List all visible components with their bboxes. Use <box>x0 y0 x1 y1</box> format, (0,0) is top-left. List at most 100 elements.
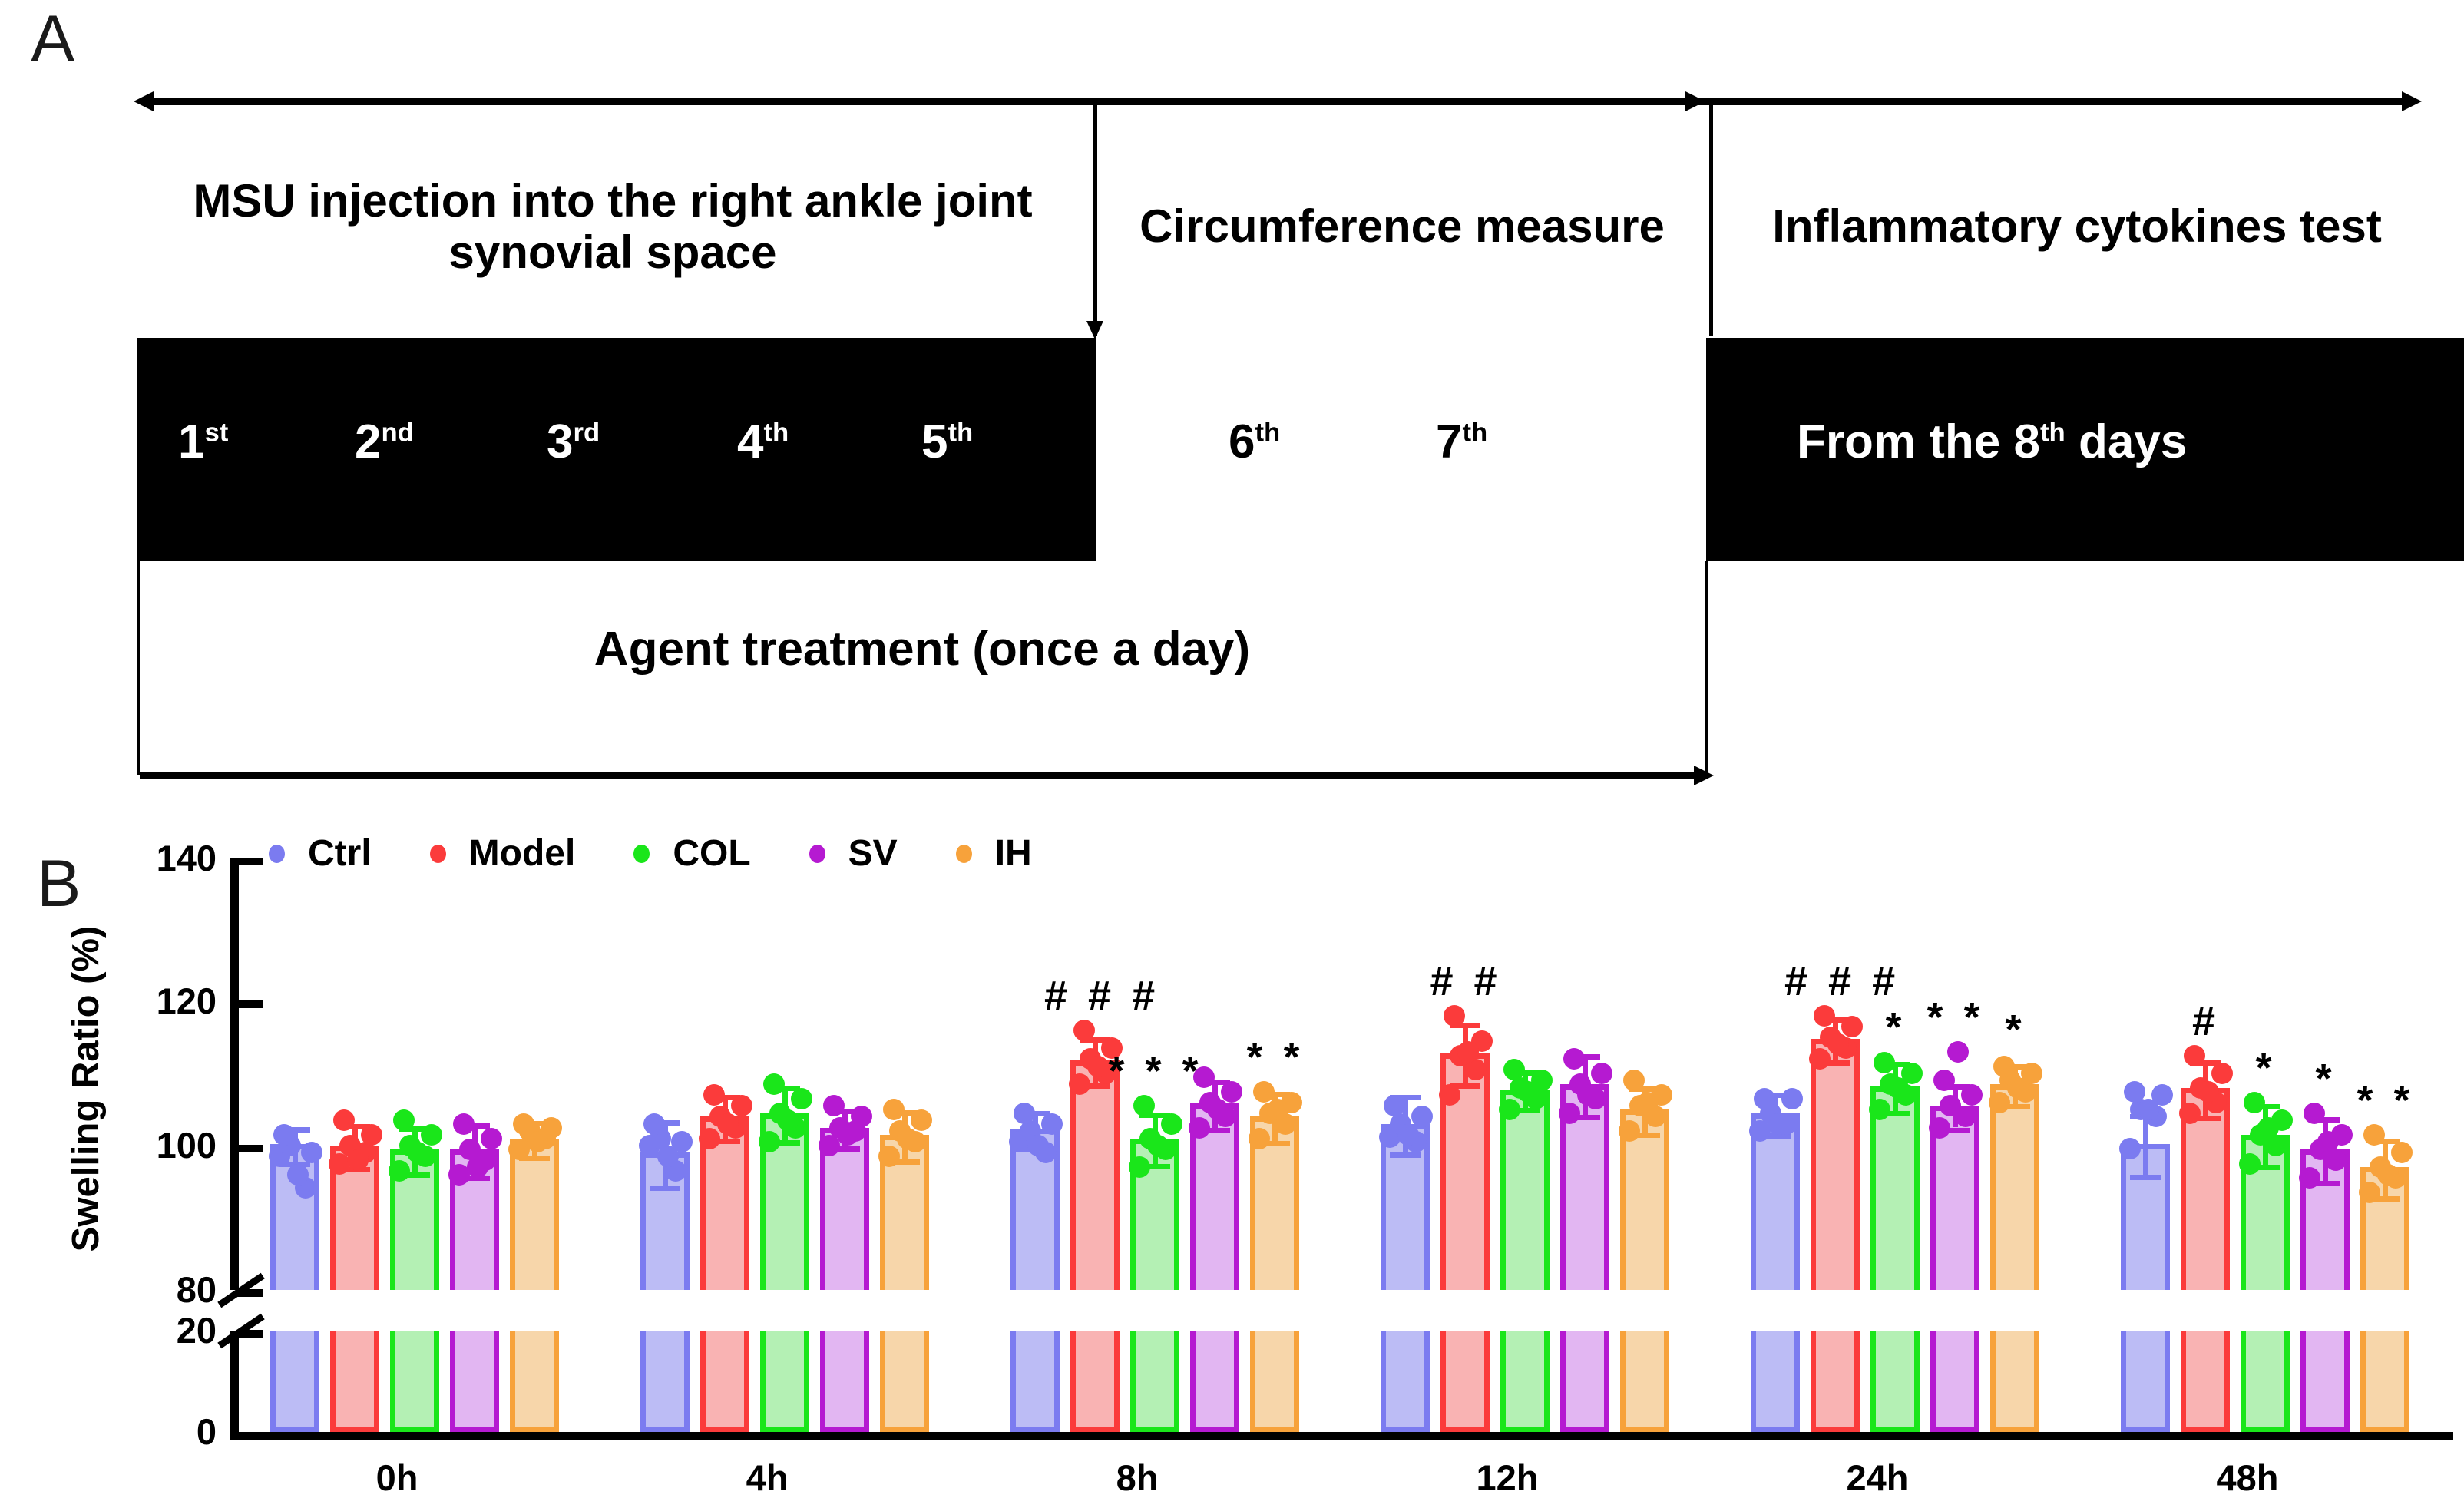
bar-lower-col-8h <box>1130 1331 1179 1432</box>
bar-lower-sv-48h <box>2300 1331 2350 1432</box>
data-point-sv-4h-6 <box>837 1123 858 1146</box>
y-tick-label-140: 140 <box>156 838 217 878</box>
data-point-col-48h-5 <box>2244 1091 2265 1113</box>
data-point-ctrl-0h-5 <box>273 1123 295 1146</box>
from-eighth-number: 8 <box>2013 415 2040 468</box>
error-cap-top-sv-0h <box>459 1123 490 1129</box>
day-6-number: 6 <box>1229 415 1255 468</box>
bar-model-24h[interactable] <box>1811 1038 1860 1290</box>
data-point-ih-48h-4 <box>2391 1142 2413 1164</box>
error-cap-top-sv-24h <box>1940 1084 1970 1090</box>
data-point-ctrl-8h-5 <box>1014 1102 1035 1124</box>
bar-lower-sv-0h <box>450 1331 499 1432</box>
bar-col-12h[interactable] <box>1500 1089 1550 1290</box>
error-cap-top-sv-8h <box>1199 1079 1230 1085</box>
panel-a-label: A <box>31 2 75 76</box>
bar-ih-12h[interactable] <box>1620 1109 1669 1290</box>
significance-marker-col-8h: * * * <box>1108 1048 1203 1095</box>
data-point-ih-12h-1 <box>1619 1120 1640 1143</box>
error-cap-top-ih-12h <box>1629 1086 1660 1092</box>
phase-cytokines-text: Inflammatory cytokines test <box>1772 200 2382 253</box>
data-point-sv-0h-3 <box>459 1138 481 1160</box>
data-point-model-12h-1 <box>1439 1084 1460 1106</box>
y-tick-label-20: 20 <box>176 1310 217 1351</box>
day-cell-4: 4th <box>737 418 789 466</box>
data-point-ctrl-48h-6 <box>2138 1099 2159 1120</box>
error-cap-bottom-ih-8h <box>1259 1141 1290 1147</box>
legend-item-ctrl[interactable]: Ctrl <box>269 835 372 872</box>
y-tick-140 <box>236 858 263 865</box>
y-tick-120 <box>236 1000 263 1008</box>
data-point-ih-24h-6 <box>2007 1076 2029 1099</box>
legend-item-model[interactable]: Model <box>429 835 575 872</box>
data-point-ih-8h-5 <box>1253 1080 1275 1103</box>
bar-lower-ih-48h <box>2360 1331 2409 1432</box>
error-cap-bottom-ctrl-12h <box>1390 1152 1421 1159</box>
y-tick-20 <box>236 1330 263 1338</box>
day-1-ordinal: st <box>204 418 229 448</box>
bar-lower-ctrl-4h <box>640 1331 690 1432</box>
bar-lower-sv-4h <box>820 1331 869 1432</box>
bar-lower-ctrl-48h <box>2121 1331 2170 1432</box>
error-cap-top-sv-12h <box>1569 1053 1600 1060</box>
data-point-model-12h-5 <box>1444 1004 1465 1027</box>
data-point-ctrl-12h-6 <box>1397 1123 1419 1146</box>
data-point-model-0h-6 <box>347 1149 369 1171</box>
bar-lower-model-8h <box>1070 1331 1120 1432</box>
day-4-number: 4 <box>737 415 764 468</box>
phase-circumference-text: Circumference measure <box>1139 200 1665 253</box>
error-cap-top-col-48h <box>2250 1104 2280 1110</box>
data-point-sv-8h-5 <box>1193 1066 1215 1088</box>
error-cap-bottom-ih-0h <box>519 1156 550 1162</box>
bar-lower-model-12h <box>1440 1331 1490 1432</box>
data-point-ih-4h-6 <box>897 1127 918 1149</box>
day-cell-5: 5th <box>921 418 973 466</box>
data-point-col-8h-4 <box>1161 1113 1182 1135</box>
bar-ih-24h[interactable] <box>1990 1084 2039 1290</box>
bar-lower-ctrl-24h <box>1751 1331 1800 1432</box>
data-point-col-8h-5 <box>1133 1095 1155 1117</box>
error-cap-bottom-ctrl-24h <box>1760 1133 1791 1139</box>
x-axis-label-8h: 8h <box>1116 1457 1159 1498</box>
timeline-top-arrow-head-right <box>2402 91 2422 111</box>
data-point-sv-24h-6 <box>1947 1040 1969 1063</box>
treatment-bottom-arrow-line <box>140 772 1698 779</box>
bar-ctrl-24h[interactable] <box>1751 1113 1800 1290</box>
day-7-number: 7 <box>1436 415 1463 468</box>
legend-item-col[interactable]: COL <box>633 833 751 874</box>
legend-dot-col-icon <box>633 845 650 863</box>
data-point-ctrl-12h-4 <box>1411 1106 1433 1128</box>
error-cap-top-ih-48h <box>2370 1138 2400 1144</box>
data-point-model-24h-5 <box>1814 1004 1835 1027</box>
error-cap-bottom-ctrl-4h <box>650 1185 680 1191</box>
error-cap-top-sv-4h <box>829 1109 860 1115</box>
error-cap-bottom-model-12h <box>1450 1083 1480 1090</box>
error-cap-top-col-0h <box>399 1126 430 1132</box>
data-point-model-48h-6 <box>2198 1080 2219 1103</box>
bar-lower-sv-12h <box>1560 1331 1609 1432</box>
data-point-col-8h-6 <box>1147 1135 1169 1156</box>
data-point-col-24h-1 <box>1869 1099 1890 1120</box>
data-point-sv-48h-5 <box>2304 1102 2325 1124</box>
panel-b-label: B <box>37 847 81 921</box>
bar-lower-sv-24h <box>1930 1331 1979 1432</box>
error-cap-top-model-0h <box>339 1123 370 1129</box>
error-cap-bottom-ih-48h <box>2370 1195 2400 1202</box>
phase-divider-2 <box>1709 100 1713 336</box>
y-tick-label-100: 100 <box>156 1125 217 1166</box>
legend-label-col: COL <box>673 833 751 874</box>
data-point-sv-24h-3 <box>1940 1095 1961 1117</box>
data-point-sv-12h-4 <box>1591 1063 1612 1084</box>
day-cell-1: 1st <box>178 418 228 466</box>
y-axis-line-lower <box>230 1331 239 1440</box>
data-point-ctrl-12h-5 <box>1384 1095 1405 1117</box>
x-axis-label-0h: 0h <box>375 1457 418 1498</box>
error-cap-top-ctrl-8h <box>1020 1110 1050 1116</box>
bar-ih-0h[interactable] <box>510 1138 559 1290</box>
legend-item-sv[interactable]: SV <box>809 835 898 872</box>
day-cell-3: 3rd <box>547 418 600 466</box>
data-point-col-0h-5 <box>393 1109 415 1132</box>
error-cap-top-model-48h <box>2190 1060 2221 1066</box>
data-point-model-4h-4 <box>731 1095 752 1117</box>
legend-item-ih[interactable]: IH <box>955 835 1032 872</box>
